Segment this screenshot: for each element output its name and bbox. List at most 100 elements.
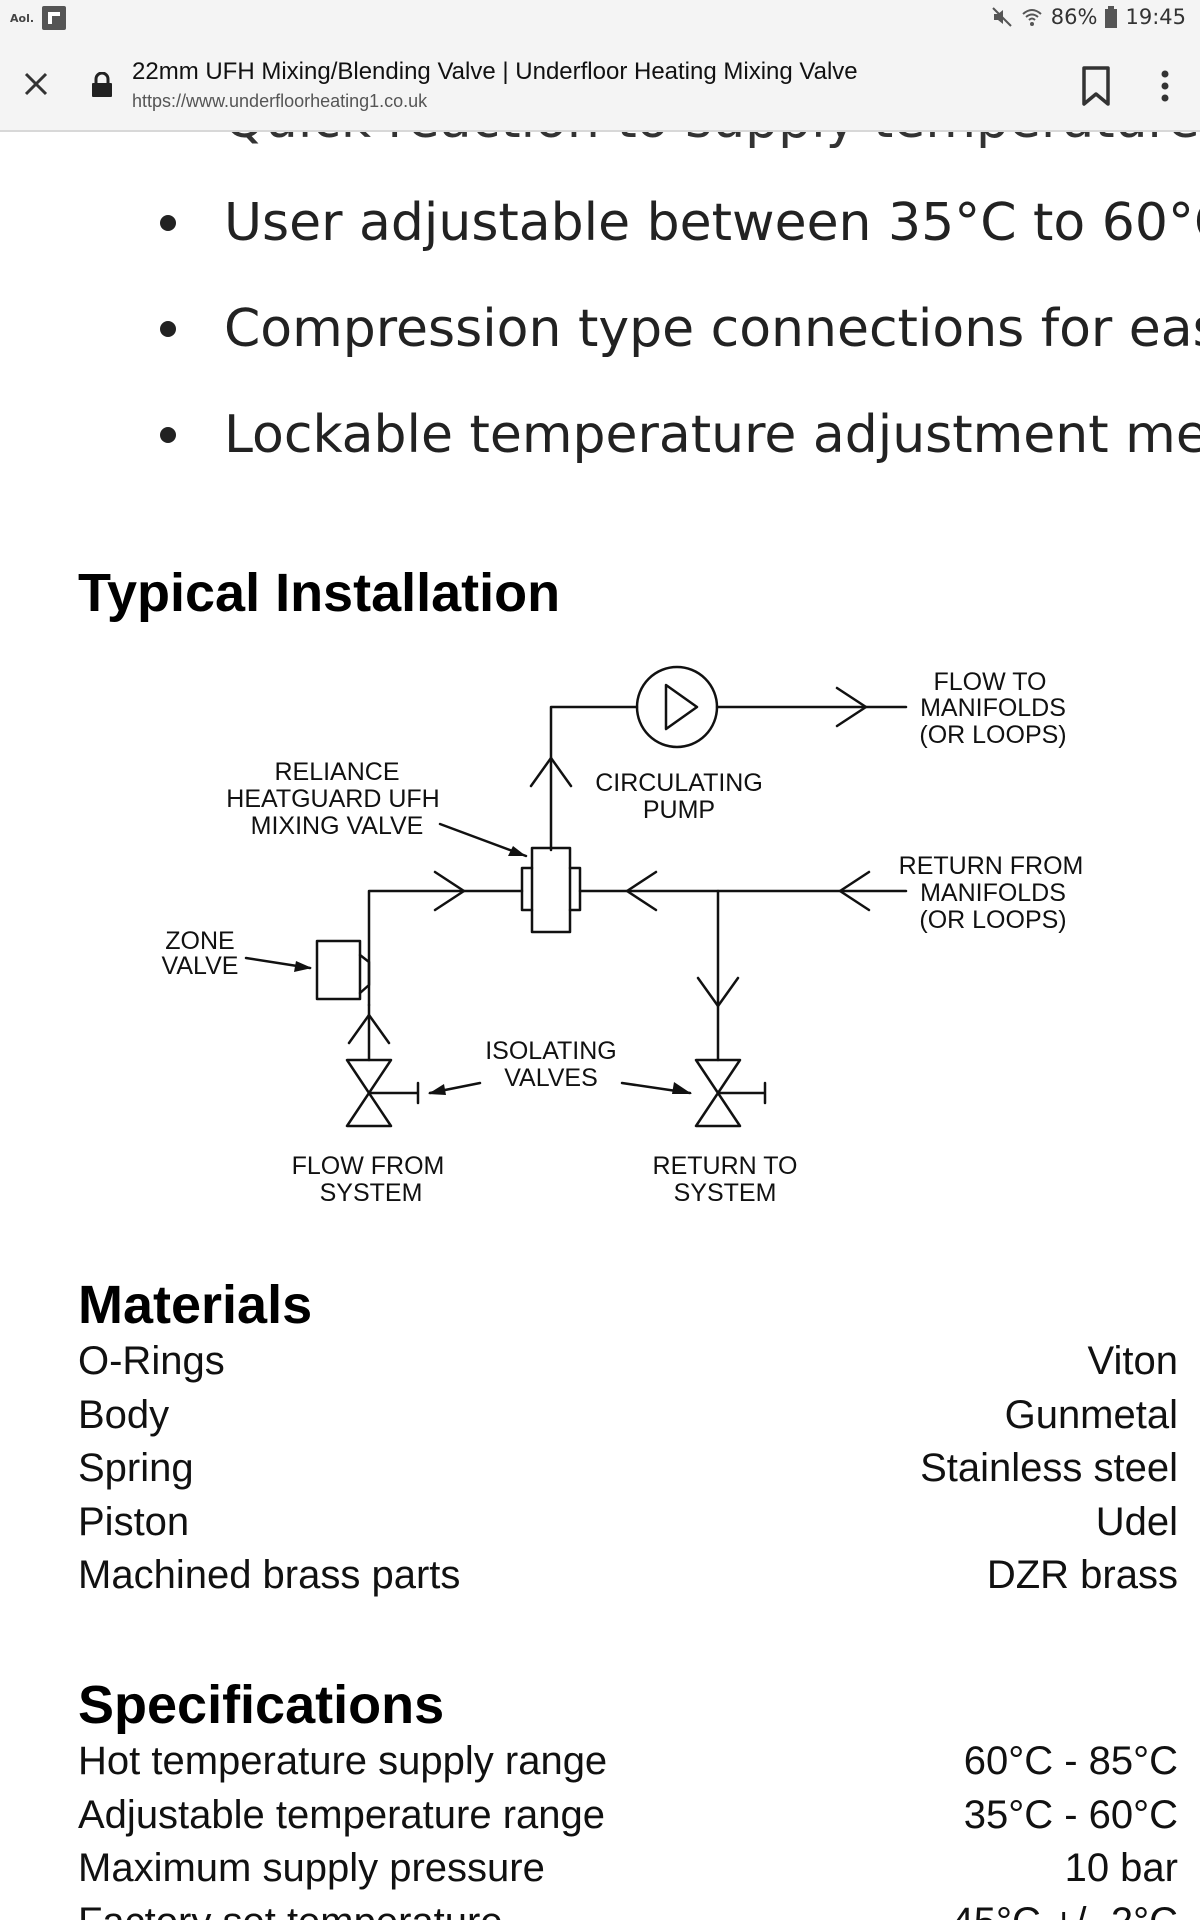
- specifications-row: Maximum supply pressure 10 bar: [78, 1842, 1178, 1896]
- diagram-label: VALVES: [504, 1064, 598, 1092]
- bookmark-button[interactable]: [1078, 64, 1114, 108]
- arrow-return-mid: [625, 870, 658, 912]
- battery-icon: [1105, 6, 1118, 28]
- diagram-label: (OR LOOPS): [919, 906, 1066, 934]
- leader-arrowhead: [428, 1084, 446, 1095]
- arrow-up-riser: [529, 756, 573, 788]
- materials-row: Machined brass parts DZR brass: [78, 1549, 1178, 1603]
- row-label: Piston: [78, 1499, 190, 1544]
- row-label: Machined brass parts: [78, 1553, 461, 1598]
- battery-percent: 86%: [1050, 5, 1098, 29]
- materials-heading: Materials: [78, 1275, 313, 1335]
- diagram-label: MIXING VALVE: [251, 812, 424, 840]
- arrow-flow-out: [835, 686, 868, 728]
- row-value: Viton: [1087, 1339, 1178, 1384]
- arrow-return-down: [696, 976, 740, 1008]
- materials-row: Piston Udel: [78, 1496, 1178, 1550]
- status-bar: Aol. 86% 19:45: [0, 0, 1200, 36]
- row-label: Hot temperature supply range: [78, 1739, 608, 1784]
- mixing-valve-ports: [520, 866, 582, 912]
- page-title: 22mm UFH Mixing/Blending Valve | Underfl…: [132, 58, 858, 85]
- diagram-label: SYSTEM: [674, 1179, 777, 1207]
- aol-label: Aol.: [10, 11, 35, 25]
- isolating-valve-left-handle: [367, 1081, 420, 1105]
- arrow-flow-up: [347, 1013, 391, 1045]
- row-label: Body: [78, 1392, 170, 1437]
- row-label: Maximum supply pressure: [78, 1846, 545, 1891]
- row-label: Factory set temperature: [78, 1900, 503, 1920]
- specifications-row: Factory set temperature 45°C +/- 2°C: [78, 1896, 1178, 1920]
- leader-arrowhead: [672, 1082, 692, 1094]
- diagram-label: ZONE: [165, 927, 234, 955]
- row-value: 10 bar: [1064, 1846, 1178, 1891]
- materials-row: Spring Stainless steel: [78, 1442, 1178, 1496]
- diagram-label: FLOW TO: [934, 668, 1047, 696]
- feature-text: Compression type connections for ease of: [224, 299, 1200, 359]
- diagram-label: MANIFOLDS: [920, 694, 1066, 722]
- feature-text: Lockable temperature adjustment mecha: [224, 405, 1200, 465]
- arrow-return-in: [838, 870, 871, 912]
- specifications-heading: Specifications: [78, 1675, 445, 1735]
- diagram-label: HEATGUARD UFH: [226, 785, 439, 813]
- row-label: O-Rings: [78, 1339, 225, 1384]
- row-value: 45°C +/- 2°C: [951, 1900, 1178, 1920]
- specifications-row: Hot temperature supply range 60°C - 85°C: [78, 1735, 1178, 1789]
- bullet-icon: [160, 427, 176, 443]
- bullet-icon: [160, 321, 176, 337]
- status-left: Aol.: [10, 6, 67, 30]
- diagram-label: SYSTEM: [320, 1179, 423, 1207]
- flipboard-icon: [42, 6, 67, 30]
- installation-diagram: FLOW TO MANIFOLDS (OR LOOPS) RELIANCE HE…: [162, 665, 1084, 1207]
- close-tab-button[interactable]: [16, 64, 56, 104]
- mixing-valve-symbol: [530, 846, 572, 934]
- pipe-to-pump: [549, 705, 639, 852]
- installation-heading: Typical Installation: [78, 563, 561, 623]
- feature-text: User adjustable between 35°C to 60°C: [224, 193, 1200, 253]
- row-label: Spring: [78, 1446, 194, 1491]
- leader-arrowhead: [294, 961, 312, 972]
- diagram-label: PUMP: [643, 796, 715, 824]
- feature-item: Compression type connections for ease of: [160, 294, 1200, 364]
- materials-row: O-Rings Viton: [78, 1335, 1178, 1389]
- diagram-label: RELIANCE: [274, 758, 399, 786]
- diagram-label: FLOW FROM: [292, 1152, 445, 1180]
- diagram-label: VALVE: [162, 952, 239, 980]
- diagram-label: (OR LOOPS): [919, 721, 1066, 749]
- pump-triangle: [664, 683, 699, 731]
- specifications-row: Adjustable temperature range 35°C - 60°C: [78, 1789, 1178, 1843]
- diagram-label: RETURN FROM: [899, 852, 1084, 880]
- diagram-label: ISOLATING: [485, 1037, 617, 1065]
- pipe-zone-to-mixing: [367, 889, 524, 1007]
- bullet-icon: [160, 215, 176, 231]
- arrow-into-mixing: [433, 870, 466, 912]
- row-label: Adjustable temperature range: [78, 1792, 605, 1837]
- wifi-icon: [1022, 9, 1042, 26]
- isolating-valve-right: [694, 1058, 742, 1128]
- browser-toolbar: 22mm UFH Mixing/Blending Valve | Underfl…: [0, 36, 1200, 132]
- row-value: Gunmetal: [1004, 1392, 1178, 1437]
- feature-item: User adjustable between 35°C to 60°C: [160, 188, 1200, 258]
- row-value: Udel: [1095, 1499, 1178, 1544]
- specifications-table: Hot temperature supply range 60°C - 85°C…: [78, 1735, 1178, 1920]
- clock: 19:45: [1125, 5, 1186, 29]
- pump-symbol: [635, 665, 719, 749]
- row-value: Stainless steel: [920, 1446, 1178, 1491]
- url-display[interactable]: https://www.underfloorheating1.co.uk: [132, 91, 428, 111]
- diagram-label: RETURN TO: [653, 1152, 798, 1180]
- feature-item: Lockable temperature adjustment mecha: [160, 400, 1200, 470]
- leader-arrowhead: [508, 846, 526, 856]
- diagram-label: CIRCULATING: [595, 769, 763, 797]
- diagram-label: MANIFOLDS: [920, 879, 1066, 907]
- page-content[interactable]: Quick reaction to supply temperature cha…: [0, 132, 1200, 1920]
- cut-off-feature-text: Quick reaction to supply temperature cha…: [224, 132, 1200, 150]
- materials-row: Body Gunmetal: [78, 1389, 1178, 1443]
- row-value: 60°C - 85°C: [963, 1739, 1178, 1784]
- isolating-valve-left: [345, 1058, 393, 1128]
- row-value: DZR brass: [986, 1553, 1178, 1598]
- row-value: 35°C - 60°C: [963, 1792, 1178, 1837]
- isolating-valve-right-handle: [716, 1081, 767, 1105]
- mute-icon: [992, 7, 1012, 27]
- overflow-menu-button[interactable]: [1150, 64, 1180, 108]
- zone-valve-port: [358, 953, 371, 995]
- lock-icon: [92, 72, 112, 97]
